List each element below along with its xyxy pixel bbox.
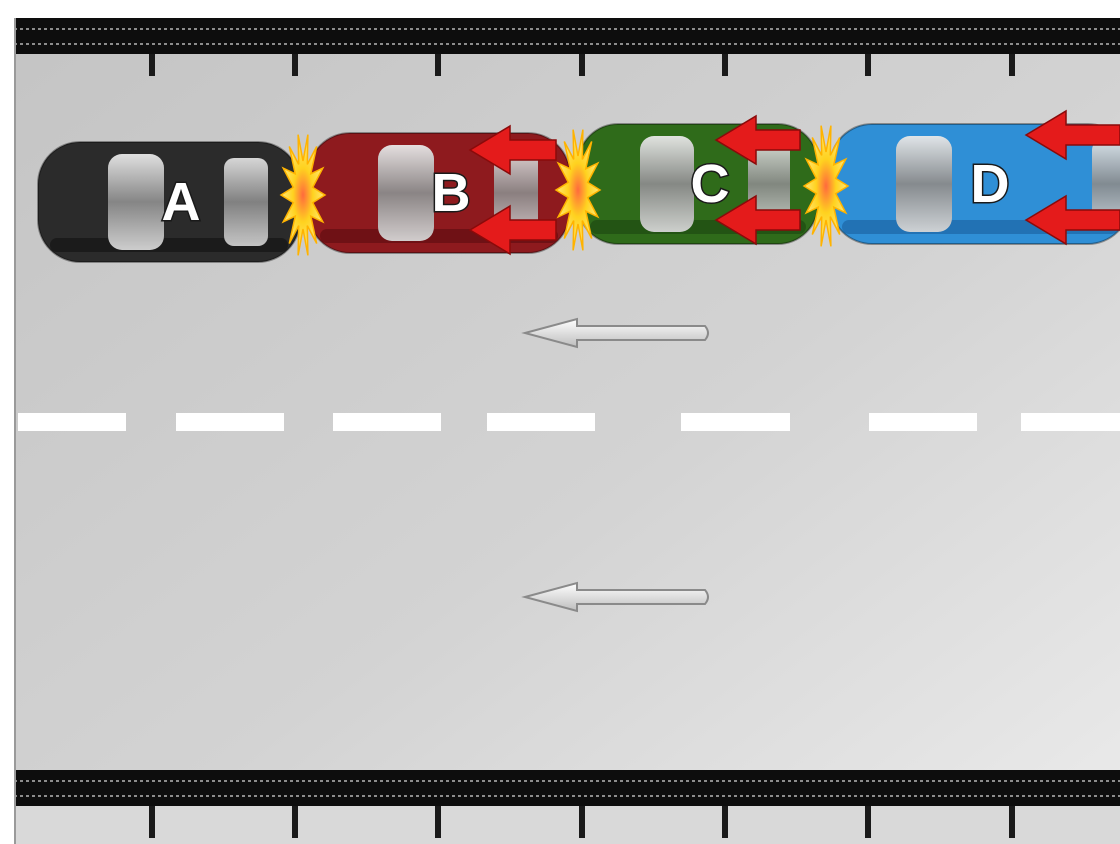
lane-divider xyxy=(18,413,1120,431)
car-c-label: C xyxy=(691,154,730,214)
barrier-post xyxy=(292,54,298,76)
bottom-barrier xyxy=(14,770,1120,844)
barrier-post xyxy=(435,806,441,838)
barrier-post xyxy=(865,806,871,838)
lane-dash xyxy=(681,413,790,431)
lane-dash xyxy=(487,413,595,431)
barrier-post xyxy=(149,54,155,76)
car-a: A xyxy=(38,142,300,262)
car-b-label: B xyxy=(432,163,471,223)
lane-dash xyxy=(869,413,977,431)
barrier-post xyxy=(435,54,441,76)
barrier-post xyxy=(865,54,871,76)
barrier-post xyxy=(722,54,728,76)
barrier-post xyxy=(292,806,298,838)
barrier-post xyxy=(579,806,585,838)
barrier-post xyxy=(1009,54,1015,76)
car-a-label: A xyxy=(162,172,201,232)
barrier-post xyxy=(722,806,728,838)
lane-dash xyxy=(18,413,126,431)
lane-dash xyxy=(176,413,284,431)
lane-dash xyxy=(1021,413,1120,431)
barrier-post xyxy=(149,806,155,838)
car-d-label: D xyxy=(971,154,1010,214)
barrier-post xyxy=(579,54,585,76)
barrier-post xyxy=(1009,806,1015,838)
lane-dash xyxy=(333,413,441,431)
